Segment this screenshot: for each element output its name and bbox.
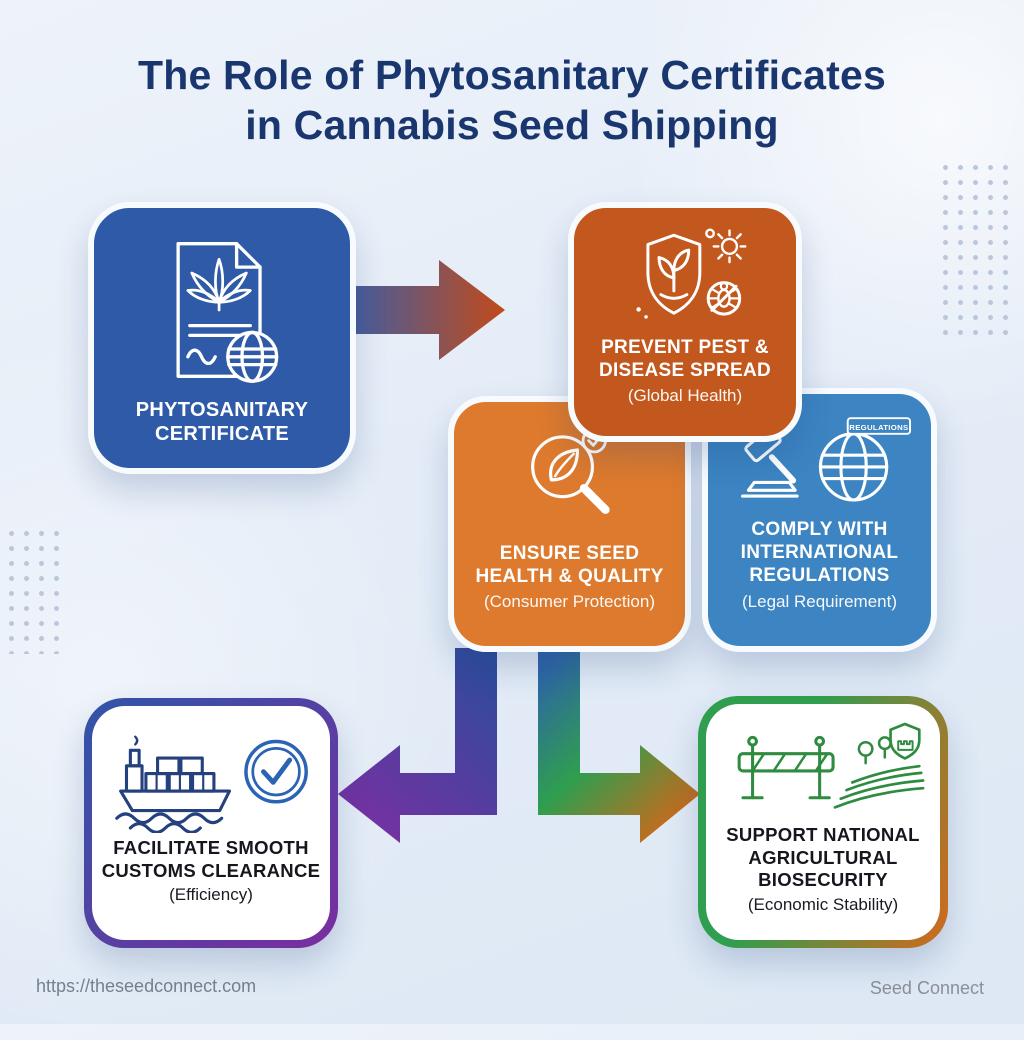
check-circle-icon (244, 739, 308, 804)
card-title: FACILITATE SMOOTH CUSTOMS CLEARANCE (101, 837, 321, 881)
arrow-certificate-to-pest-icon (341, 260, 505, 360)
card-customs-inner: FACILITATE SMOOTH CUSTOMS CLEARANCE (Eff… (92, 706, 330, 940)
regulations-label: REGULATIONS (849, 423, 908, 432)
magnifier-seed-icon (530, 428, 610, 514)
card-subtitle: (Legal Requirement) (742, 591, 897, 611)
card-prevent-pest-disease: PREVENT PEST & DISEASE SPREAD (Global He… (568, 202, 802, 442)
shield-pest-icon (636, 228, 747, 319)
card-subtitle: (Global Health) (627, 386, 743, 406)
barrier-icon (737, 735, 835, 800)
waves-icon (115, 812, 224, 825)
certificate-document-icon (176, 242, 279, 383)
castle-shield-icon (889, 722, 921, 760)
page-title-line2: in Cannabis Seed Shipping (245, 102, 779, 149)
dot-grid-left (4, 526, 60, 654)
biosecurity-barrier-farm-icon (737, 722, 925, 809)
cannabis-leaf-icon (186, 257, 252, 312)
card-title: ENSURE SEED HEALTH & QUALITY (475, 543, 664, 588)
card-title: COMPLY WITH INTERNATIONAL REGULATIONS (740, 519, 899, 587)
card-biosecurity-inner: SUPPORT NATIONAL AGRICULTURAL BIOSECURIT… (706, 704, 940, 940)
waves-icon-2 (128, 822, 202, 833)
page-title: The Role of Phytosanitary Certificates i… (0, 50, 1024, 150)
card-agricultural-biosecurity: SUPPORT NATIONAL AGRICULTURAL BIOSECURIT… (698, 696, 948, 948)
card-phytosanitary-certificate: PHYTOSANITARY CERTIFICATE (88, 202, 356, 474)
arrow-down-left-to-customs-icon (338, 648, 497, 843)
no-bug-icon (706, 281, 742, 316)
globe-regulations-icon (818, 432, 889, 502)
footer-brand: Seed Connect (869, 978, 984, 998)
card-subtitle: (Economic Stability) (747, 894, 899, 914)
cargo-ship-check-icon (115, 735, 308, 833)
trees-icon (857, 736, 892, 765)
card-customs-clearance: FACILITATE SMOOTH CUSTOMS CLEARANCE (Eff… (84, 698, 338, 948)
regulations-tag: REGULATIONS (846, 417, 912, 435)
page-title-line1: The Role of Phytosanitary Certificates (137, 52, 887, 98)
dot-grid-top-right (938, 160, 1018, 338)
arrow-down-right-to-biosecurity-icon (538, 648, 700, 843)
card-title: SUPPORT NATIONAL AGRICULTURAL BIOSECURIT… (726, 824, 920, 891)
cargo-ship-icon (119, 735, 232, 813)
card-title: PREVENT PEST & DISEASE SPREAD (598, 337, 772, 382)
card-title: PHYTOSANITARY CERTIFICATE (135, 399, 309, 446)
card-subtitle: (Consumer Protection) (483, 592, 655, 612)
field-rows-icon (833, 764, 925, 809)
virus-icon (705, 228, 747, 264)
card-subtitle: (Efficiency) (169, 885, 253, 905)
footer-url: https://theseedconnect.com (36, 976, 257, 996)
seed-leaf-icon (548, 448, 579, 482)
globe-icon (226, 330, 279, 383)
